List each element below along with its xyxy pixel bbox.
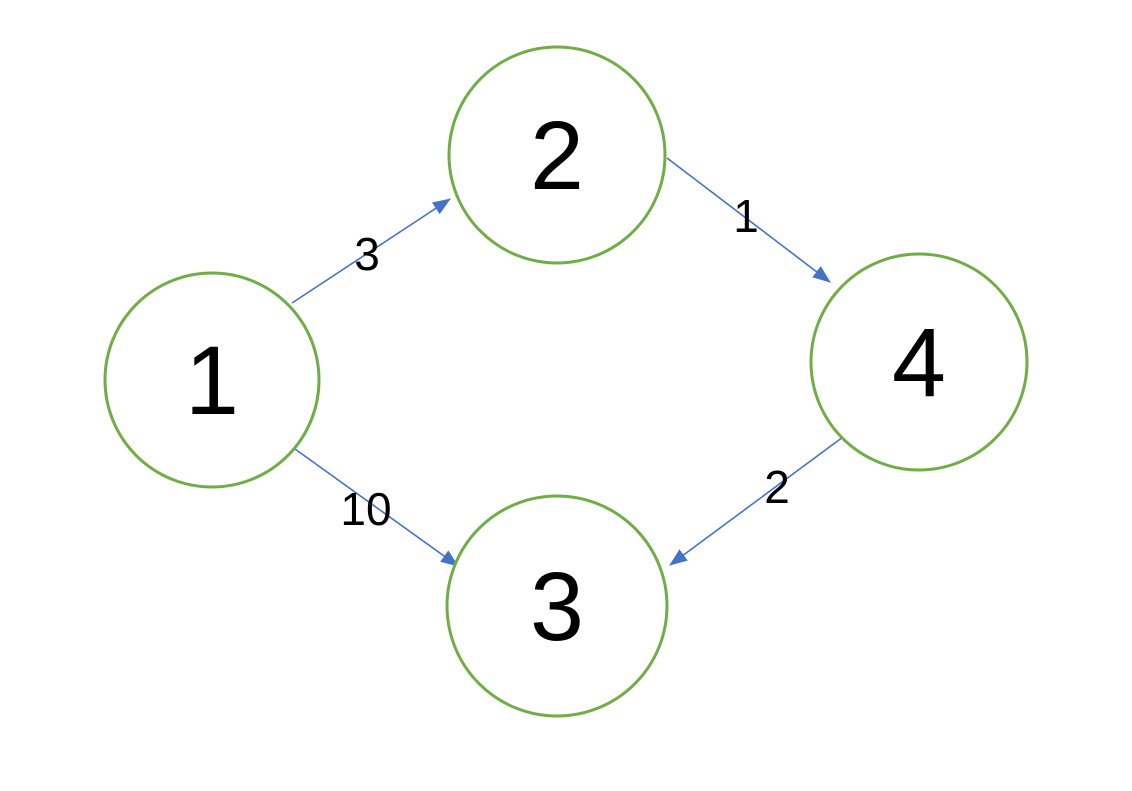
edge-2-to-4-weight: 1 [733, 190, 759, 242]
node-2-label: 2 [530, 101, 584, 210]
edge-1-to-2-weight: 3 [354, 228, 380, 280]
edge-1-to-2-line [291, 198, 451, 304]
node-1-label: 1 [185, 326, 239, 435]
node-3-circle [445, 494, 669, 718]
edge-1-to-3-line [294, 448, 459, 567]
edge-2-to-4-line [666, 157, 831, 283]
edge-4-to-3-weight: 2 [764, 461, 790, 513]
node-1-circle [103, 271, 321, 489]
node-4-label: 4 [892, 308, 946, 417]
node-2-circle [447, 45, 667, 265]
node-3-label: 3 [530, 552, 584, 661]
edge-4-to-3-line [669, 436, 844, 566]
node-4-circle [809, 252, 1029, 472]
edge-1-to-3-weight: 10 [340, 483, 391, 535]
